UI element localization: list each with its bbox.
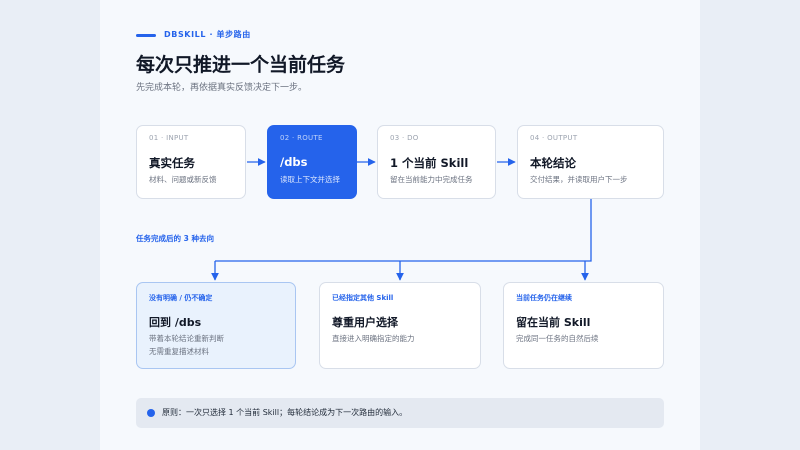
principle-note: 原则：一次只选择 1 个当前 Skill；每轮结论成为下一次路由的输入。 [136, 398, 664, 428]
slide: DBSKILL · 单步路由 每次只推进一个当前任务 先完成本轮，再依据真实反馈… [100, 0, 700, 450]
branch-line [215, 199, 592, 262]
flow-step-desc: 读取上下文并选择 [280, 175, 340, 184]
flow-step-do: 03 · DO 1 个当前 Skill 留在当前能力中完成任务 [377, 125, 496, 199]
outcome-condition: 没有明确 / 仍不确定 [149, 294, 213, 302]
outcome-card-respect-choice: 已经指定其他 Skill 尊重用户选择 直接进入明确指定的能力 [319, 282, 481, 369]
outcome-name: 回到 /dbs [149, 316, 202, 329]
flow-step-name: 本轮结论 [530, 156, 576, 170]
outcome-condition: 当前任务仍在继续 [516, 294, 572, 302]
outcome-name: 留在当前 Skill [516, 316, 591, 329]
flow-step-desc: 交付结果，并读取用户下一步 [530, 175, 628, 184]
bullet-dot-icon [147, 409, 155, 417]
page-title: 每次只推进一个当前任务 [136, 54, 346, 76]
flow-step-desc: 材料、问题或新反馈 [149, 175, 217, 184]
outcome-desc: 带着本轮结论重新判断 [149, 334, 224, 343]
outcome-desc: 无需重复描述材料 [149, 347, 209, 356]
flow-step-route: 02 · ROUTE /dbs 读取上下文并选择 [267, 125, 357, 199]
flow-step-number: 02 · ROUTE [280, 134, 323, 142]
outcome-name: 尊重用户选择 [332, 316, 398, 329]
flow-step-number: 01 · INPUT [149, 134, 189, 142]
flow-step-name: 真实任务 [149, 156, 195, 170]
outcome-card-back-to-dbs: 没有明确 / 仍不确定 回到 /dbs 带着本轮结论重新判断 无需重复描述材料 [136, 282, 296, 369]
outcome-desc: 直接进入明确指定的能力 [332, 334, 415, 343]
flow-step-name: /dbs [280, 155, 308, 169]
page-subtitle: 先完成本轮，再依据真实反馈决定下一步。 [136, 83, 308, 93]
brand-accent-bar [136, 34, 156, 37]
outcome-condition: 已经指定其他 Skill [332, 294, 394, 302]
flow-step-number: 04 · OUTPUT [530, 134, 578, 142]
flow-step-name: 1 个当前 Skill [390, 156, 469, 170]
flow-step-number: 03 · DO [390, 134, 419, 142]
branch-label: 任务完成后的 3 种去向 [136, 234, 214, 243]
flow-step-input: 01 · INPUT 真实任务 材料、问题或新反馈 [136, 125, 246, 199]
outcome-card-stay-current: 当前任务仍在继续 留在当前 Skill 完成同一任务的自然后续 [503, 282, 664, 369]
brand-label: DBSKILL · 单步路由 [164, 30, 251, 39]
principle-text: 原则：一次只选择 1 个当前 Skill；每轮结论成为下一次路由的输入。 [162, 408, 408, 417]
outcome-desc: 完成同一任务的自然后续 [516, 334, 599, 343]
flow-step-desc: 留在当前能力中完成任务 [390, 175, 473, 184]
flow-step-output: 04 · OUTPUT 本轮结论 交付结果，并读取用户下一步 [517, 125, 664, 199]
